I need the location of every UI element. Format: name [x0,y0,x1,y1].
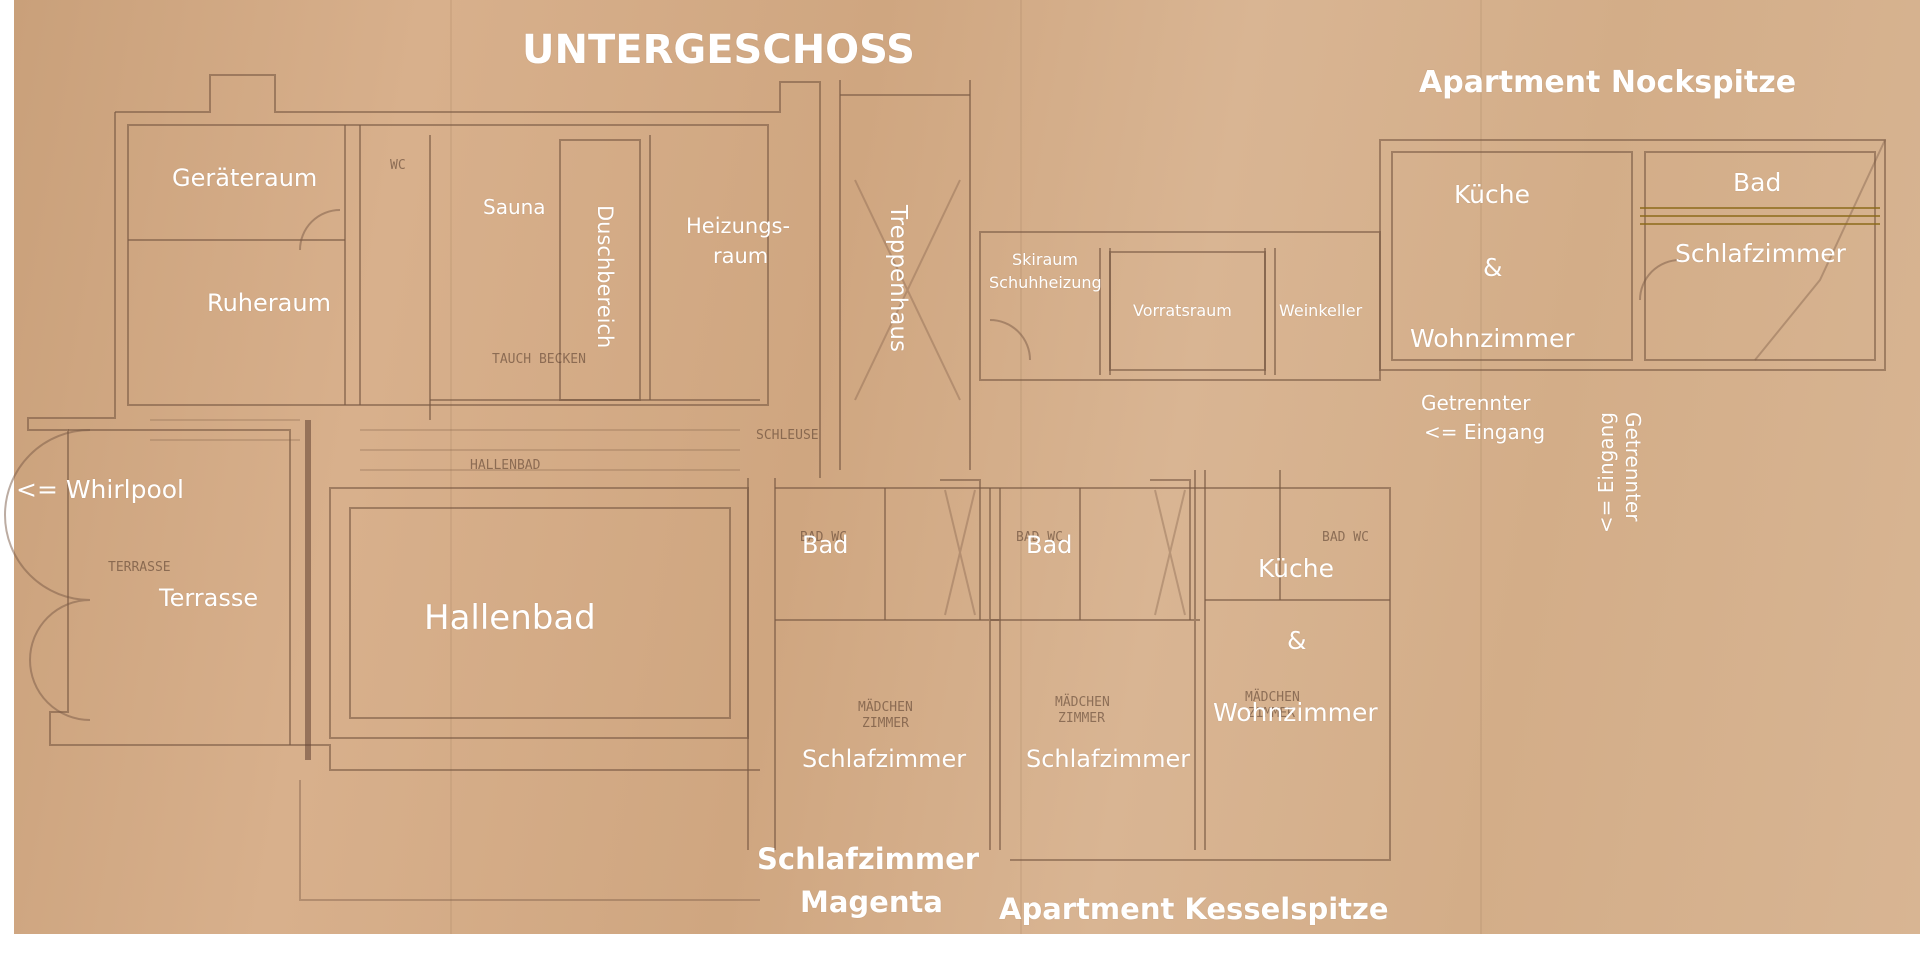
wall-outline [854,179,961,401]
room-label-whirlpool: <= Whirlpool [16,475,184,504]
wall-outline [68,429,291,745]
wall-outline [1639,259,1681,301]
room-label-duschbereich: Duschbereich [593,205,617,349]
room-label-ampersand: & [1287,626,1307,655]
paper-crease [450,0,452,934]
room-label-ruheraum: Ruheraum [207,289,331,317]
wall-outline [1379,139,1886,371]
room-label-getrennter-eingang: <= Eingang [1424,420,1546,444]
sketch-note: MÄDCHEN [1245,690,1300,705]
wall-outline [115,74,821,478]
wall-outline [990,470,1206,850]
sketch-note: ZIMMER [1248,706,1295,721]
room-label-weinkeller: Weinkeller [1279,301,1363,320]
room-label-wohnzimmer: Wohnzimmer [1213,698,1378,727]
wall-outline [360,429,740,471]
sketch-note: WC [390,158,406,173]
sketch-note: ZIMMER [1058,711,1105,726]
room-label-schlafzimmer: Schlafzimmer [802,745,967,773]
sketch-note: BAD WC [800,530,847,545]
room-label-getrennter-eingang: <= Eingang [1594,412,1618,534]
apartment-kesselspitze-title: Apartment Kesselspitze [999,892,1389,926]
wall-outline [839,80,971,470]
paper-crease [1480,0,1482,934]
wall-outline [150,419,300,441]
room-label-bad: Bad [1026,531,1073,559]
wall-outline [299,209,341,251]
wall-outline [775,488,1001,850]
room-label-geraeteraum: Geräteraum [172,164,318,192]
wall-outline [940,479,1191,620]
room-label-heizungsraum: raum [713,244,769,268]
room-label-schlafzimmer: Schlafzimmer [1675,239,1846,268]
room-label-bad: Bad [802,531,849,559]
room-label-getrennter-eingang: Getrennter [1421,391,1531,415]
room-label-kueche: Küche [1454,180,1530,209]
room-label-vorratsraum: Vorratsraum [1133,301,1232,320]
wall-outline [989,319,1031,361]
room-label-wohnzimmer: Wohnzimmer [1410,324,1575,353]
wall-outline [1640,207,1880,225]
sketch-note: BAD WC [1016,530,1063,545]
room-label-hallenbad: Hallenbad [424,598,596,638]
wall-outline [4,429,91,721]
wall-outline [1391,151,1633,361]
apartment-magenta-title: Magenta [800,885,943,919]
wall-outline [747,478,776,850]
room-label-getrennter-eingang: Getrennter [1621,412,1645,522]
room-label-schlafzimmer: Schlafzimmer [1026,745,1191,773]
paper-background [14,0,1920,934]
sketch-note: TAUCH BECKEN [492,352,586,367]
room-label-heizungsraum: Heizungs- [686,214,791,238]
wall-outline [944,489,1186,616]
sketch-note: MÄDCHEN [1055,695,1110,710]
wall-outline [349,507,731,719]
room-label-sauna: Sauna [483,195,546,219]
room-label-treppenhaus: Treppenhaus [885,205,911,352]
wall-outline [979,231,1381,381]
wall-outline [1644,151,1876,361]
room-label-ampersand: & [1483,253,1503,282]
page-title: UNTERGESCHOSS [522,27,915,73]
sketch-note: BAD WC [1322,530,1369,545]
room-label-skiraum: Skiraum [1012,250,1078,269]
wall-outline [299,780,760,901]
wall-outline [1109,251,1266,371]
room-label-schuhheizung: Schuhheizung [989,273,1102,292]
apartment-nockspitze-title: Apartment Nockspitze [1419,65,1797,100]
sketch-note: ZIMMER [862,716,909,731]
room-label-terrasse: Terrasse [159,584,259,612]
wall-outline [127,124,769,406]
apartment-magenta-title: Schlafzimmer [757,842,980,876]
sketch-note: HALLENBAD [470,458,541,473]
wall-outline [1754,139,1886,361]
sketch-note: TERRASSE [108,560,171,575]
paper-crease [1020,0,1022,934]
wall-outline [27,112,760,771]
wall-outline [884,470,1281,620]
room-label-bad: Bad [1733,168,1782,197]
sketch-note: SCHLEUSE [756,428,819,443]
wall-outline [775,487,1391,861]
sketch-note: MÄDCHEN [858,700,913,715]
room-label-kueche: Küche [1258,554,1334,583]
